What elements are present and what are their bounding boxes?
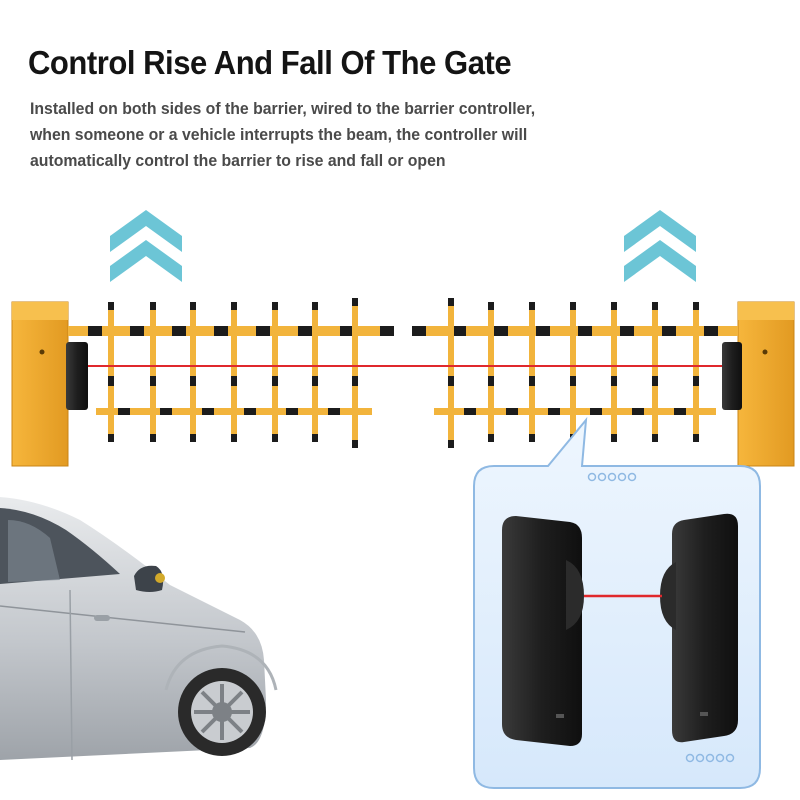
left-sensor-closeup <box>502 516 584 746</box>
page-title: Control Rise And Fall Of The Gate <box>28 44 512 81</box>
left-fence-boom <box>68 298 394 448</box>
description-line-2: when someone or a vehicle interrupts the… <box>30 125 528 144</box>
description-line-3: automatically control the barrier to ris… <box>30 151 446 170</box>
right-sensor-closeup <box>660 513 738 743</box>
description: Installed on both sides of the barrier, … <box>30 96 535 174</box>
left-beam-sensor <box>66 342 88 410</box>
double-chevron-up-icon <box>624 210 696 282</box>
car <box>0 497 278 761</box>
right-barrier-cabinet <box>737 301 795 467</box>
sensor-closeup-callout <box>473 416 761 789</box>
double-chevron-up-icon <box>110 210 182 282</box>
right-fence-boom <box>412 298 738 448</box>
description-line-1: Installed on both sides of the barrier, … <box>30 99 536 118</box>
left-barrier-cabinet <box>11 301 69 467</box>
right-beam-sensor <box>722 342 742 410</box>
